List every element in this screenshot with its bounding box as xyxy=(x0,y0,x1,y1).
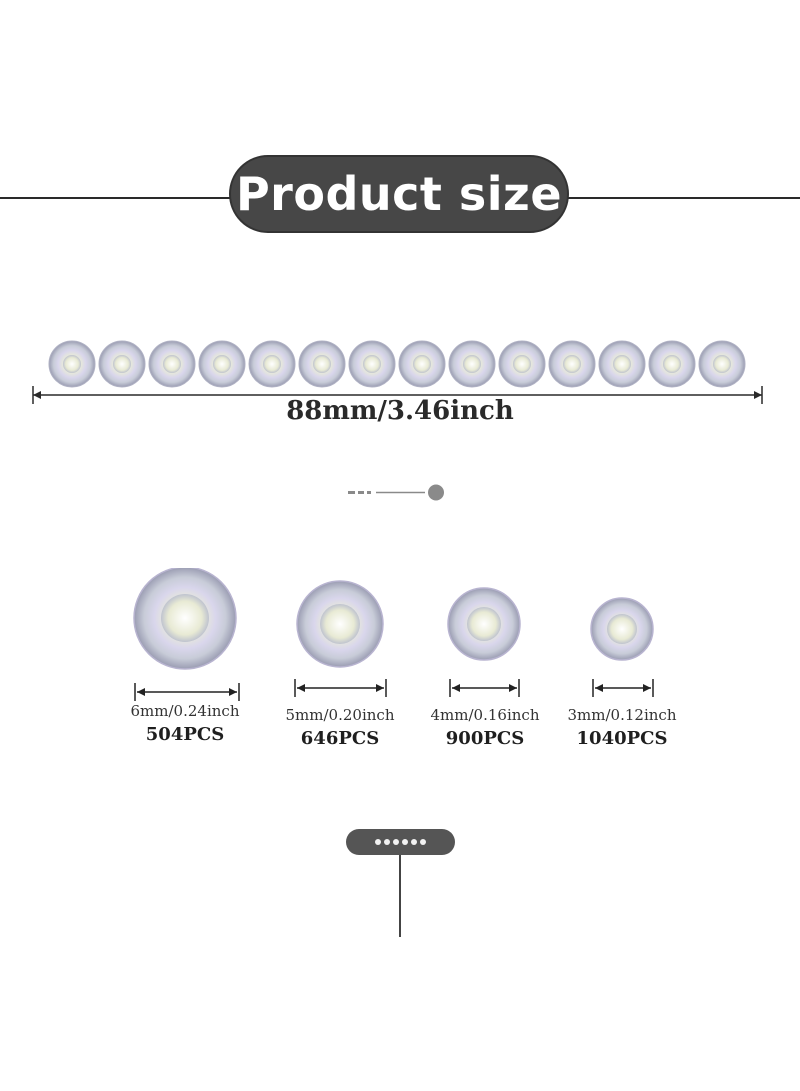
rhinestone-core xyxy=(563,355,581,373)
rhinestone-core xyxy=(713,355,731,373)
bottom-dots-pill xyxy=(346,829,455,855)
title-pill: Product size xyxy=(229,155,569,233)
row-gems xyxy=(48,340,746,388)
rhinestone-core xyxy=(63,355,81,373)
title-line-left xyxy=(0,197,232,199)
size-item-6mm: 6mm/0.24inch 504PCS xyxy=(115,568,255,745)
size-item-5mm: 5mm/0.20inch 646PCS xyxy=(270,568,410,749)
rhinestone-6mm-icon xyxy=(133,568,240,701)
rhinestone-core xyxy=(513,355,531,373)
rhinestone-core xyxy=(163,355,181,373)
rhinestone-core xyxy=(413,355,431,373)
size-label: 3mm/0.12inch xyxy=(567,706,677,724)
dot-icon xyxy=(420,839,426,845)
title-line-right xyxy=(567,197,800,199)
rhinestone-5mm-icon xyxy=(294,580,387,697)
size-item-4mm: 4mm/0.16inch 900PCS xyxy=(415,568,555,749)
dot-icon xyxy=(384,839,390,845)
size-item-3mm: 3mm/0.12inch 1040PCS xyxy=(552,568,692,749)
bottom-stem xyxy=(399,855,401,937)
quantity-label: 646PCS xyxy=(300,728,380,749)
size-label: 4mm/0.16inch xyxy=(430,706,540,724)
rhinestone-core xyxy=(263,355,281,373)
total-length-label: 88mm/3.46inch xyxy=(286,396,514,426)
rhinestone-core xyxy=(463,355,481,373)
quantity-label: 504PCS xyxy=(145,724,225,745)
dot-icon xyxy=(402,839,408,845)
rhinestone-core xyxy=(313,355,331,373)
size-label: 5mm/0.20inch xyxy=(285,706,395,724)
rhinestone-core xyxy=(663,355,681,373)
rhinestone-core xyxy=(213,355,231,373)
dot-icon xyxy=(411,839,417,845)
dot-icon xyxy=(393,839,399,845)
rhinestone-core xyxy=(613,355,631,373)
rhinestone-4mm-icon xyxy=(447,587,521,697)
rhinestone-core xyxy=(113,355,131,373)
quantity-label: 900PCS xyxy=(445,728,525,749)
dot-icon xyxy=(375,839,381,845)
quantity-label: 1040PCS xyxy=(576,728,668,749)
separator-ornament xyxy=(348,484,444,501)
size-label: 6mm/0.24inch xyxy=(130,702,240,720)
rhinestone-3mm-icon xyxy=(590,597,654,697)
rhinestone-row xyxy=(32,340,763,404)
page-title: Product size xyxy=(235,167,563,221)
rhinestone-core xyxy=(363,355,381,373)
total-length-arrow-icon xyxy=(32,386,763,404)
